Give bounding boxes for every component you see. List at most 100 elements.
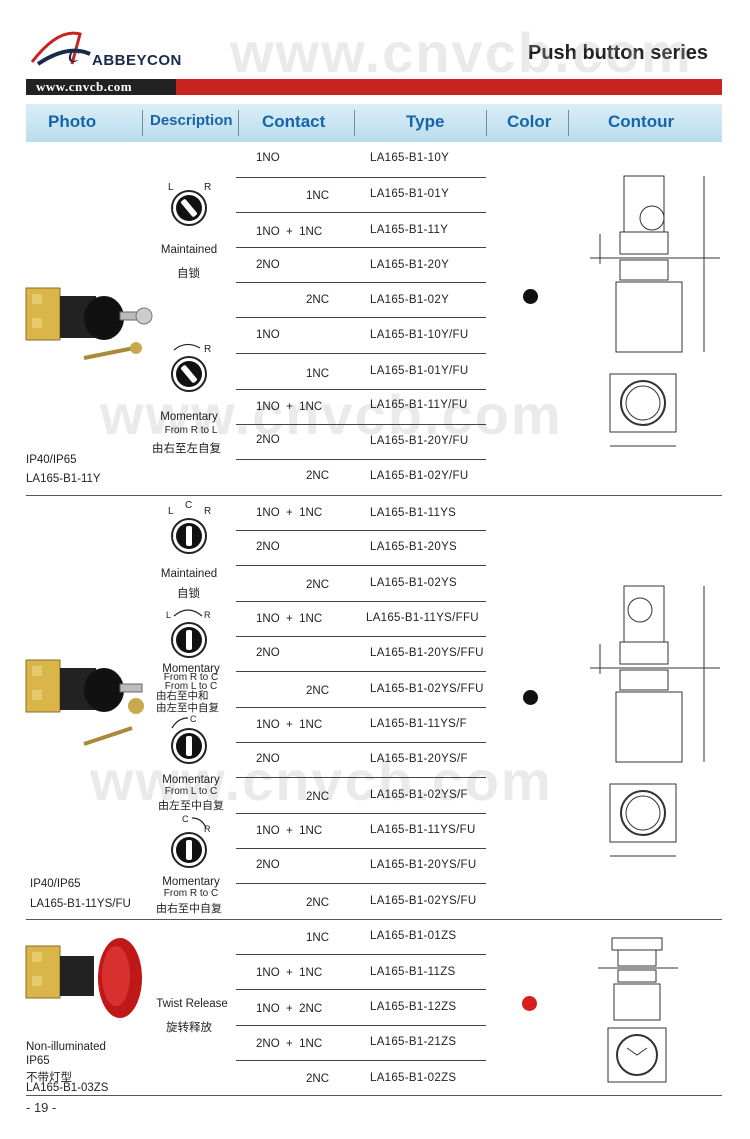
type-cell: LA165-B1-02ZS: [370, 1072, 457, 1084]
description-momentary-3: Momentary: [162, 876, 220, 888]
product-photo-mushroom-button: [25, 938, 142, 1018]
key-switch-3pos-maintained-icon: L C R: [168, 500, 211, 554]
svg-text:R: R: [204, 506, 211, 517]
color-dot-black: [523, 690, 538, 705]
svg-text:R: R: [204, 182, 211, 193]
contact-cell: 2NC: [306, 294, 330, 306]
type-cell: LA165-B1-11YS: [370, 507, 457, 519]
svg-text:C: C: [182, 814, 189, 824]
type-cell: LA165-B1-10Y/FU: [370, 329, 469, 341]
contact-cell: 2NO: [256, 259, 280, 271]
header-color: Color: [507, 112, 552, 131]
svg-text:L: L: [168, 506, 174, 517]
svg-text:R: R: [204, 824, 211, 834]
description-maintained: Maintained: [160, 568, 218, 580]
contact-cell: 2NC: [306, 1073, 330, 1085]
photo-label: IP65: [26, 1055, 50, 1067]
description-momentary-1-dir2: From L to C: [164, 681, 218, 692]
contour-drawing: [598, 937, 678, 1083]
photo-label: LA165-B1-11YS/FU: [30, 898, 131, 910]
type-cell: LA165-B1-20YS/FFU: [370, 647, 484, 659]
type-cell: LA165-B1-02YS/FFU: [370, 683, 484, 695]
brand-url: www.cnvcb.com: [36, 79, 133, 94]
contact-cell: 2NC: [306, 685, 330, 697]
description-momentary-1-cn1: 由右至中和: [156, 690, 209, 702]
page-number: - 19 -: [26, 1100, 57, 1115]
color-dot-black: [523, 289, 538, 304]
contact-cell: 1NO + 1NC: [256, 401, 323, 413]
page-title: Push button series: [528, 42, 709, 64]
contact-cell: 1NO + 1NC: [256, 226, 323, 238]
brand-name: ABBEYCON: [92, 52, 182, 69]
key-switch-momentary-icon: R: [171, 343, 211, 392]
type-cell: LA165-B1-20YS/F: [370, 753, 468, 765]
type-cell: LA165-B1-20Y/FU: [370, 435, 469, 447]
contact-cell: 1NO + 1NC: [256, 719, 323, 731]
contact-cell: 1NC: [306, 932, 330, 944]
description-momentary-2: Momentary: [162, 774, 220, 786]
abbeycon-logo: c: [30, 31, 91, 68]
contour-drawing: [590, 585, 720, 857]
svg-text:L: L: [166, 610, 171, 620]
header-type: Type: [406, 112, 445, 131]
photo-label: 不带灯型: [26, 1072, 72, 1084]
contact-cell: 1NO + 1NC: [256, 613, 323, 625]
contact-cell: 2NO: [256, 753, 280, 765]
key-switch-maintained-icon: L R: [168, 182, 211, 226]
photo-label: LA165-B1-03ZS: [26, 1082, 109, 1094]
type-cell: LA165-B1-02Y/FU: [370, 470, 469, 482]
type-cell: LA165-B1-10Y: [370, 152, 450, 164]
contact-cell: 2NC: [306, 791, 330, 803]
type-cell: LA165-B1-20Y: [370, 259, 450, 271]
description-twist-release-cn: 旋转释放: [166, 1022, 212, 1034]
watermark: www.cnvcb.com: [230, 21, 693, 84]
contact-cell: 2NO + 1NC: [256, 1038, 323, 1050]
contour-drawing: [590, 175, 720, 447]
contact-cell: 1NC: [306, 368, 330, 380]
contact-cell: 2NO: [256, 541, 280, 553]
contact-cell: 2NO: [256, 647, 280, 659]
description-momentary-1-cn2: 由左至中自复: [156, 702, 219, 714]
header-contact: Contact: [262, 112, 326, 131]
type-cell: LA165-B1-20YS: [370, 541, 458, 553]
product-photo-key-switch-3pos: [25, 659, 144, 746]
type-cell: LA165-B1-01Y: [370, 188, 450, 200]
type-cell: LA165-B1-01Y/FU: [370, 365, 469, 377]
type-cell: LA165-B1-01ZS: [370, 930, 457, 942]
header-photo: Photo: [48, 112, 97, 131]
svg-text:R: R: [204, 610, 211, 620]
description-momentary-1-dir1: From R to C: [163, 672, 219, 683]
type-cell: LA165-B1-02YS/FU: [370, 895, 477, 907]
header-contour: Contour: [608, 112, 675, 131]
description-twist-release: Twist Release: [156, 998, 228, 1010]
type-cell: LA165-B1-11YS/F: [370, 718, 467, 730]
description-maintained: Maintained: [160, 244, 218, 256]
url-bar: [26, 79, 722, 95]
header-description: Description: [150, 112, 233, 129]
contact-cell: 1NO: [256, 152, 280, 164]
svg-text:c: c: [68, 39, 80, 68]
photo-label: IP40/IP65: [30, 878, 81, 890]
description-momentary-cn: 由右至左自复: [152, 443, 221, 455]
description-momentary-3-dir: From R to C: [163, 888, 219, 899]
contact-cell: 1NO + 1NC: [256, 507, 323, 519]
contact-cell: 2NO: [256, 434, 280, 446]
type-cell: LA165-B1-02YS/F: [370, 789, 468, 801]
description-momentary-1: Momentary: [162, 663, 220, 675]
description-maintained-cn: 自锁: [177, 588, 200, 600]
type-cell: LA165-B1-11Y: [370, 224, 449, 236]
contact-cell: 1NO + 1NC: [256, 825, 323, 837]
key-switch-momentary-lc-icon: C: [171, 714, 207, 764]
contact-cell: 1NC: [306, 190, 330, 202]
contact-cell: 1NO + 2NC: [256, 1003, 323, 1015]
description-maintained-cn: 自锁: [177, 268, 200, 280]
svg-text:L: L: [168, 182, 174, 193]
contact-cell: 2NC: [306, 470, 330, 482]
contact-cell: 2NC: [306, 897, 330, 909]
description-momentary-2-dir: From L to C: [164, 786, 218, 797]
watermark: www.cnvcb.com: [90, 749, 553, 812]
svg-text:C: C: [190, 714, 197, 724]
contact-cell: 1NO: [256, 329, 280, 341]
type-cell: LA165-B1-11YS/FFU: [366, 612, 479, 624]
type-cell: LA165-B1-11YS/FU: [370, 824, 476, 836]
